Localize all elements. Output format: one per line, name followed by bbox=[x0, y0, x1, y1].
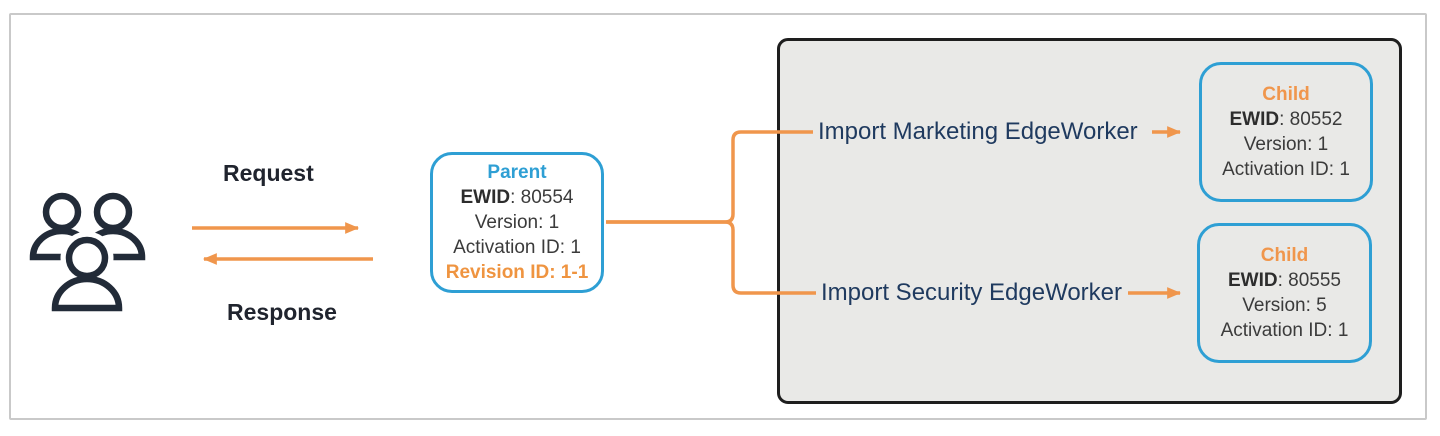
parent-activation-line: Activation ID: 1 bbox=[453, 237, 581, 258]
child-marketing-version-line: Version: 1 bbox=[1243, 134, 1329, 155]
parent-version-line: Version: 1 bbox=[474, 212, 560, 233]
child-marketing-activation-line: Activation ID: 1 bbox=[1222, 159, 1350, 180]
child-security-ewid-value: : 80555 bbox=[1277, 270, 1341, 291]
child-marketing-box: Child EWID: 80552 Version: 1 Activation … bbox=[1199, 62, 1373, 202]
child-security-activation-line: Activation ID: 1 bbox=[1220, 320, 1349, 341]
child-marketing-ewid-label: EWID bbox=[1229, 109, 1280, 130]
child-security-ewid-line: EWID: 80555 bbox=[1200, 268, 1369, 293]
child-security-version-line: Version: 5 bbox=[1242, 295, 1327, 316]
users-icon bbox=[29, 191, 147, 317]
response-label: Response bbox=[227, 299, 337, 325]
parent-ewid-label: EWID bbox=[460, 187, 511, 208]
child-marketing-ewid-value: : 80552 bbox=[1279, 109, 1343, 130]
imported-edgeworkers-container bbox=[777, 38, 1402, 404]
parent-title: Parent bbox=[487, 162, 547, 183]
parent-ewid-line: EWID: 80554 bbox=[433, 185, 601, 210]
request-label: Request bbox=[223, 160, 314, 186]
parent-revision-line: Revision ID: 1-1 bbox=[445, 262, 589, 283]
child-marketing-ewid-line: EWID: 80552 bbox=[1202, 107, 1370, 132]
child-marketing-title: Child bbox=[1262, 84, 1310, 105]
child-security-box: Child EWID: 80555 Version: 5 Activation … bbox=[1197, 223, 1372, 363]
child-security-title: Child bbox=[1260, 245, 1309, 266]
import-marketing-label: Import Marketing EdgeWorker bbox=[818, 118, 1138, 145]
import-security-label: Import Security EdgeWorker bbox=[821, 279, 1122, 306]
parent-ewid-value: : 80554 bbox=[510, 187, 574, 208]
parent-edgeworker-box: Parent EWID: 80554 Version: 1 Activation… bbox=[430, 152, 604, 293]
child-security-ewid-label: EWID bbox=[1227, 270, 1278, 291]
